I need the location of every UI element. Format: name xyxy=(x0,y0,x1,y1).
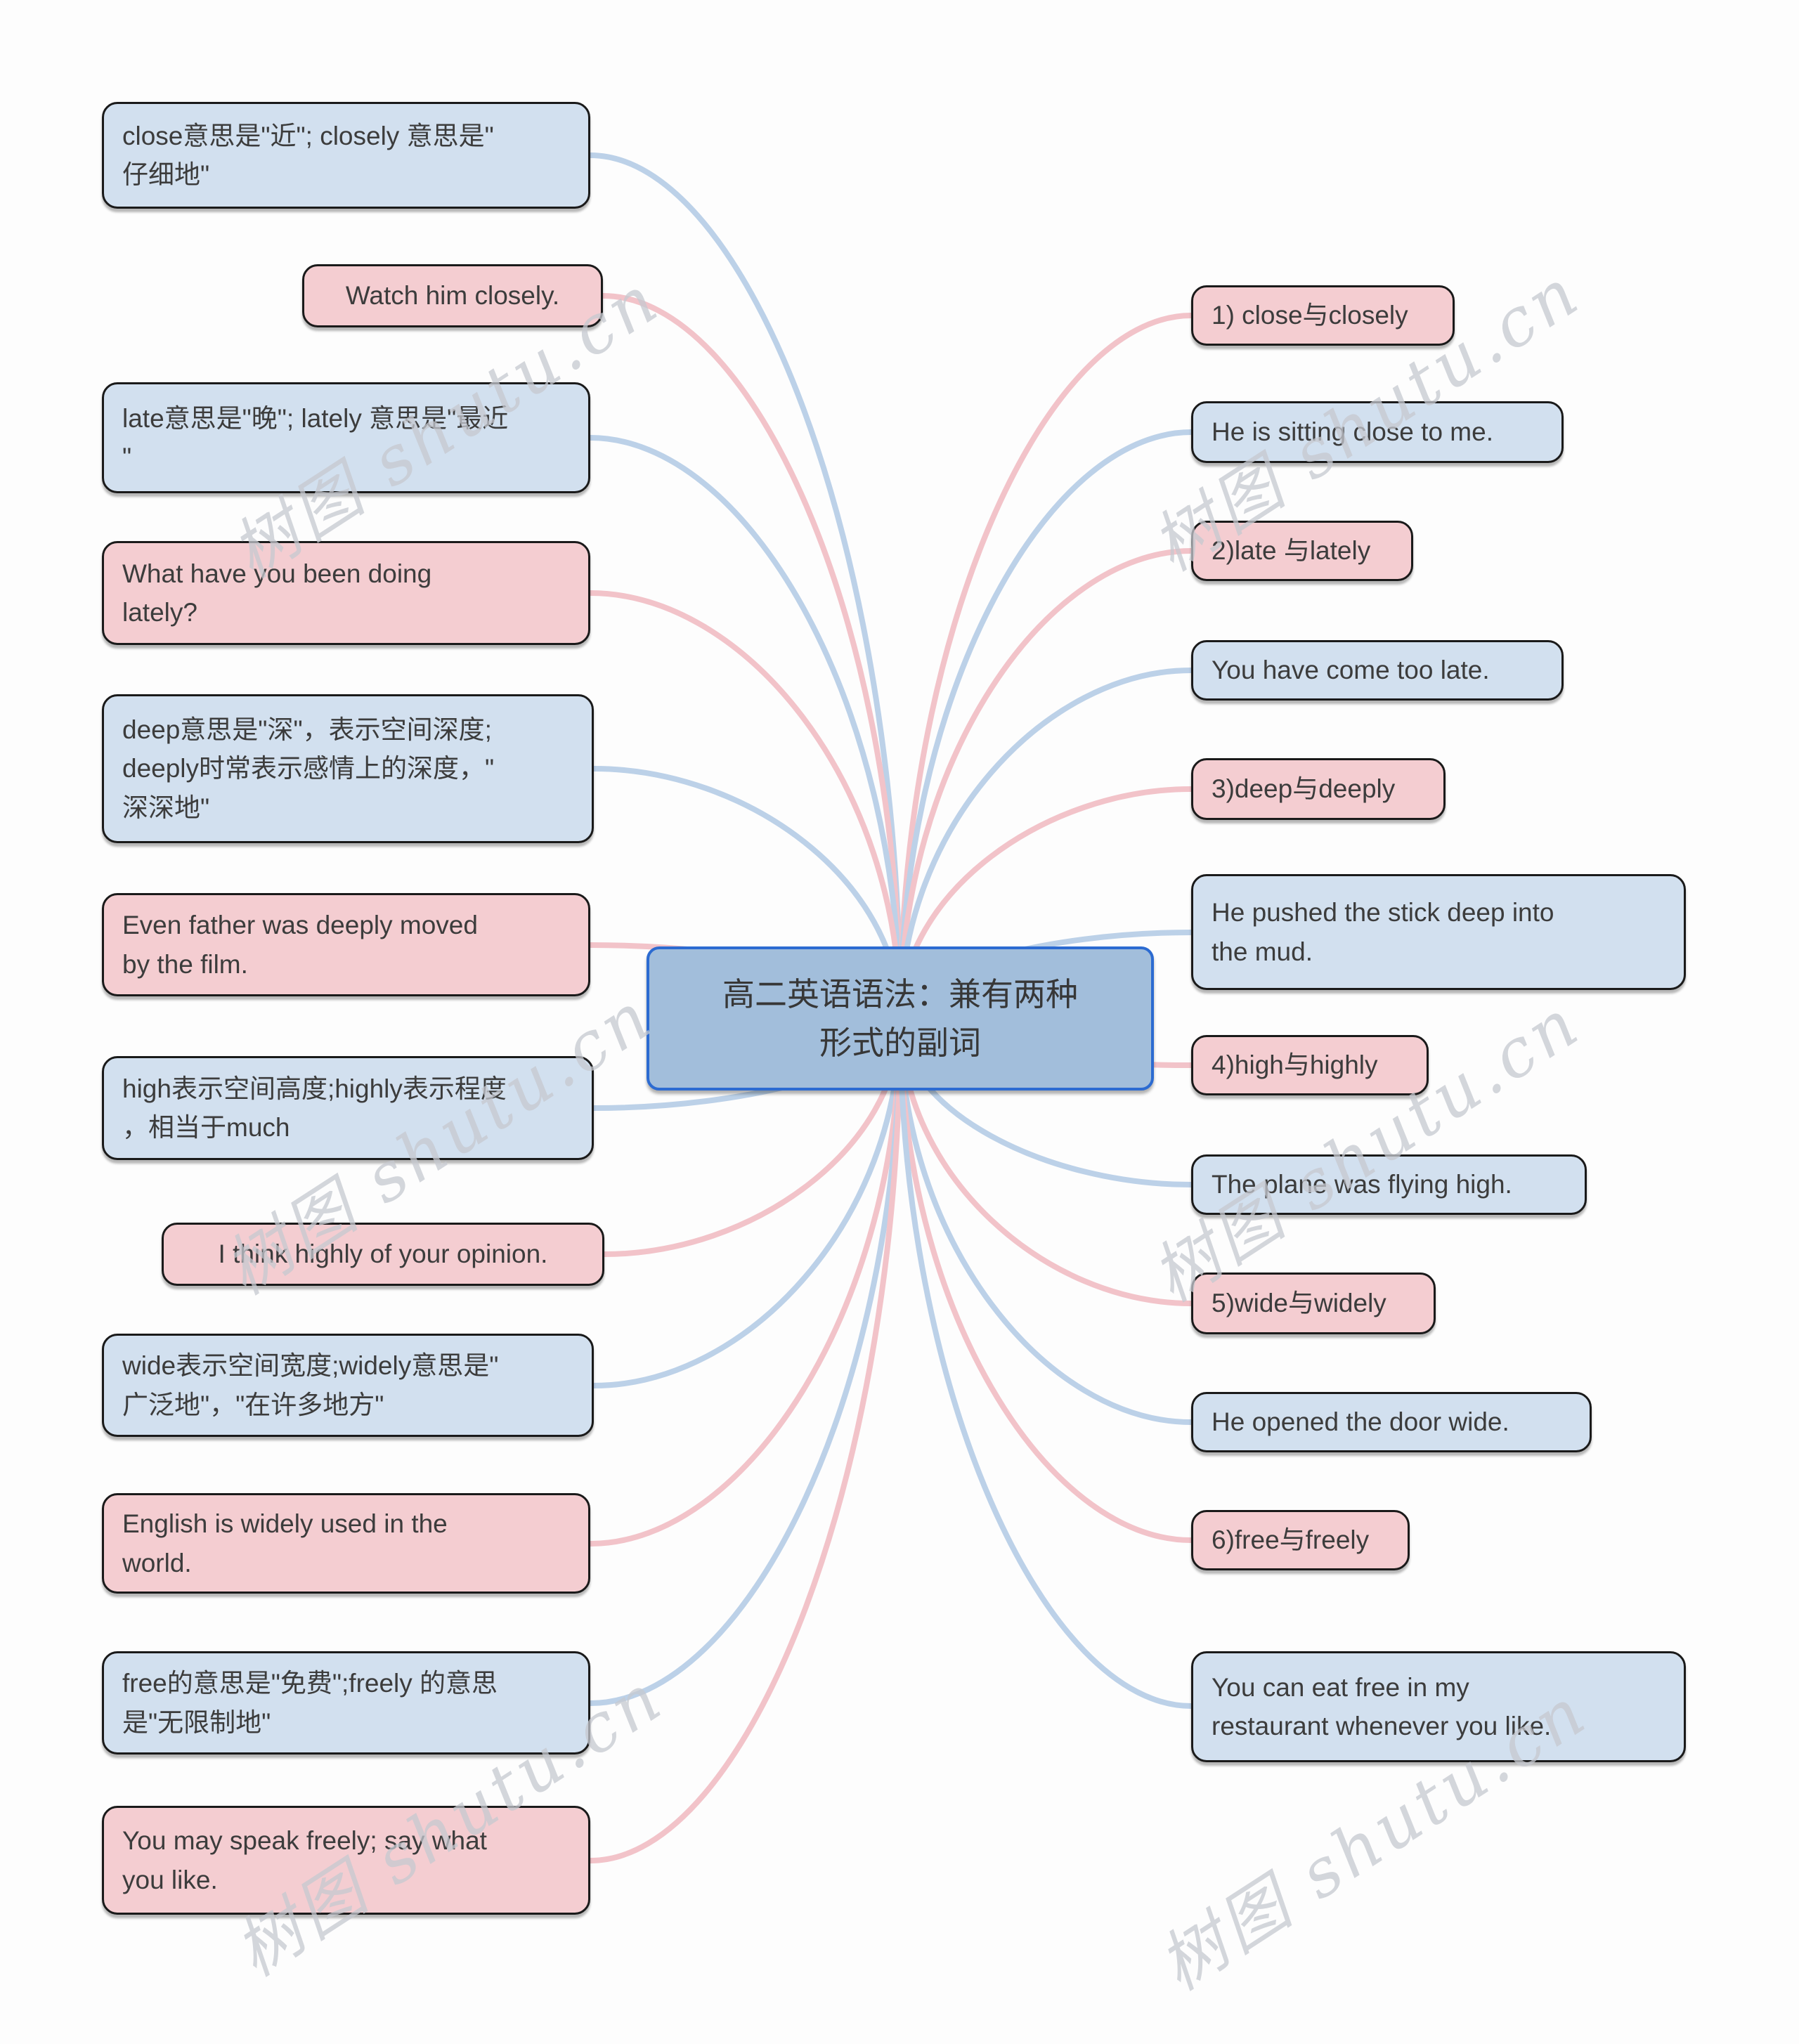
node-text: He pushed the stick deep into the mud. xyxy=(1212,898,1554,966)
example-node-speak-freely[interactable]: You may speak freely; say what you like. xyxy=(102,1806,590,1915)
node-text: He is sitting close to me. xyxy=(1212,417,1493,447)
node-text: late意思是"晚"; lately 意思是"最近 " xyxy=(122,403,509,472)
topic-node-2-late[interactable]: 2)late 与lately xyxy=(1191,521,1413,581)
node-text: high表示空间高度;highly表示程度 ，相当于much xyxy=(122,1074,507,1143)
connector-left-1 xyxy=(587,152,903,1022)
connector-left-11 xyxy=(587,1016,903,1706)
topic-node-6-free[interactable]: 6)free与freely xyxy=(1191,1510,1410,1570)
node-text: 5)wide与widely xyxy=(1212,1289,1386,1318)
connector-right-3 xyxy=(897,548,1194,1022)
example-node-eat-free[interactable]: You can eat free in my restaurant whenev… xyxy=(1191,1651,1686,1762)
node-text: You can eat free in my restaurant whenev… xyxy=(1212,1672,1552,1741)
note-node-wide[interactable]: wide表示空间宽度;widely意思是" 广泛地"，"在许多地方" xyxy=(102,1334,594,1437)
node-text: Watch him closely. xyxy=(345,281,560,311)
note-node-close[interactable]: close意思是"近"; closely 意思是" 仔细地" xyxy=(102,102,590,209)
node-text: You may speak freely; say what you like. xyxy=(122,1826,487,1894)
example-node-plane-flying[interactable]: The plane was flying high. xyxy=(1191,1154,1587,1215)
connector-right-10 xyxy=(897,1016,1194,1425)
node-text: deep意思是"深"，表示空间深度; deeply时常表示感情上的深度，" 深深… xyxy=(122,715,495,822)
example-node-come-too-late[interactable]: You have come too late. xyxy=(1191,640,1564,701)
node-text: 3)deep与deeply xyxy=(1212,774,1396,804)
example-node-watch-him-closely[interactable]: Watch him closely. xyxy=(302,264,603,327)
node-text: close意思是"近"; closely 意思是" 仔细地" xyxy=(122,121,494,190)
node-text: English is widely used in the world. xyxy=(122,1509,448,1577)
central-topic[interactable]: 高二英语语法：兼有两种 形式的副词 xyxy=(647,946,1154,1091)
example-node-opened-door[interactable]: He opened the door wide. xyxy=(1191,1392,1592,1452)
node-text: wide表示空间宽度;widely意思是" 广泛地"，"在许多地方" xyxy=(122,1351,499,1419)
connector-left-12 xyxy=(587,1016,903,1863)
connector-right-1 xyxy=(897,313,1194,1022)
node-text: He opened the door wide. xyxy=(1212,1407,1509,1437)
topic-node-5-wide[interactable]: 5)wide与widely xyxy=(1191,1272,1436,1334)
connector-left-10 xyxy=(587,1016,903,1547)
note-node-high[interactable]: high表示空间高度;highly表示程度 ，相当于much xyxy=(102,1056,594,1160)
node-text: You have come too late. xyxy=(1212,656,1490,685)
note-node-late[interactable]: late意思是"晚"; lately 意思是"最近 " xyxy=(102,382,590,493)
example-node-think-highly[interactable]: I think highly of your opinion. xyxy=(162,1223,604,1286)
node-text: 6)free与freely xyxy=(1212,1525,1370,1555)
example-node-english-widely[interactable]: English is widely used in the world. xyxy=(102,1493,590,1594)
topic-node-1-close[interactable]: 1) close与closely xyxy=(1191,285,1455,346)
connector-right-11 xyxy=(897,1016,1194,1543)
connector-left-4 xyxy=(587,590,903,1022)
connector-left-9 xyxy=(591,1016,903,1388)
node-text: The plane was flying high. xyxy=(1212,1170,1512,1199)
node-text: Even father was deeply moved by the film… xyxy=(122,911,478,979)
note-node-deep[interactable]: deep意思是"深"，表示空间深度; deeply时常表示感情上的深度，" 深深… xyxy=(102,694,594,843)
connector-right-12 xyxy=(897,1016,1194,1709)
topic-node-3-deep[interactable]: 3)deep与deeply xyxy=(1191,758,1446,820)
connector-right-4 xyxy=(897,668,1194,1022)
node-text: I think highly of your opinion. xyxy=(218,1239,548,1269)
topic-node-4-high[interactable]: 4)high与highly xyxy=(1191,1035,1429,1095)
connector-right-2 xyxy=(897,429,1194,1022)
node-text: What have you been doing lately? xyxy=(122,559,432,627)
node-text: 2)late 与lately xyxy=(1212,536,1371,566)
example-node-father-moved[interactable]: Even father was deeply moved by the film… xyxy=(102,893,590,996)
central-topic-title: 高二英语语法：兼有两种 形式的副词 xyxy=(722,975,1078,1061)
connector-left-3 xyxy=(587,435,903,1022)
note-node-free[interactable]: free的意思是"免费";freely 的意思 是"无限制地" xyxy=(102,1651,590,1755)
connector-left-2 xyxy=(600,293,903,1022)
example-node-sitting-close[interactable]: He is sitting close to me. xyxy=(1191,401,1564,463)
node-text: 4)high与highly xyxy=(1212,1050,1378,1080)
node-text: 1) close与closely xyxy=(1212,301,1408,330)
example-node-doing-lately[interactable]: What have you been doing lately? xyxy=(102,541,590,645)
example-node-stick-deep[interactable]: He pushed the stick deep into the mud. xyxy=(1191,874,1686,990)
node-text: free的意思是"免费";freely 的意思 是"无限制地" xyxy=(122,1669,498,1737)
